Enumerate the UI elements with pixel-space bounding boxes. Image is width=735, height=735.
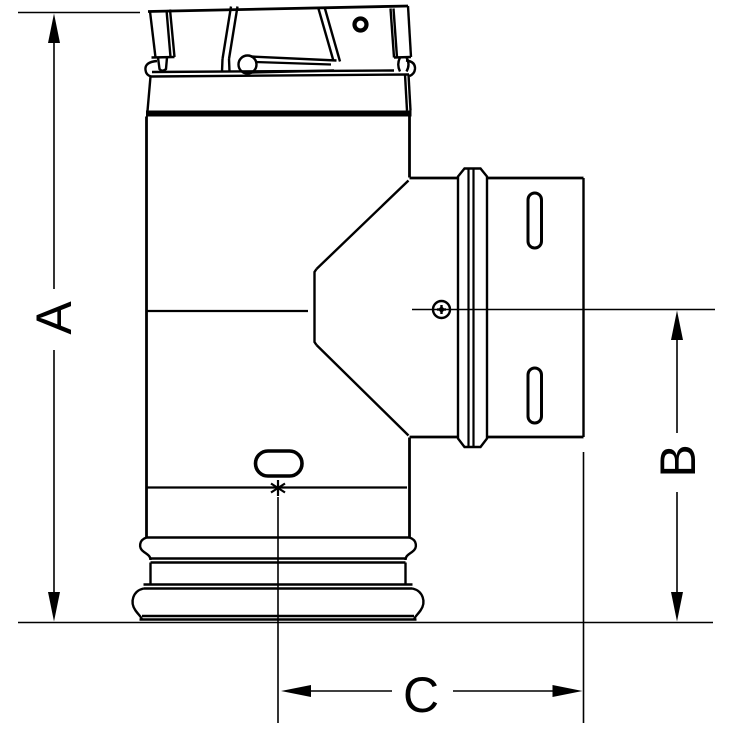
- rivet-hole-icon: [352, 16, 369, 33]
- arrowhead-icon: [281, 685, 311, 697]
- dimension-c-label: C: [403, 667, 439, 723]
- branch-transition-cone: [313, 176, 458, 439]
- asterisk-mark: [270, 480, 286, 496]
- arrowhead-icon: [671, 310, 683, 340]
- cap-slot-round-end: [237, 54, 258, 75]
- top-locking-cap: [144, 4, 417, 78]
- dimension-b: B: [650, 310, 706, 622]
- dimension-c: C: [281, 667, 583, 723]
- body-oval-slot: [253, 449, 304, 478]
- dimension-a-label: A: [26, 301, 82, 335]
- upper-collar-band: [146, 74, 412, 117]
- arrowhead-icon: [552, 685, 583, 697]
- branch-slot-lower: [526, 366, 543, 425]
- branch-slot-upper: [526, 191, 543, 250]
- arrowhead-icon: [48, 13, 60, 43]
- arrowhead-icon: [671, 592, 683, 622]
- centerlines: [18, 11, 715, 723]
- branch-collar-ring: [456, 167, 489, 449]
- branch-outlet-pipe: [431, 176, 585, 439]
- vertical-pipe-body: [145, 116, 411, 538]
- dimension-a: A: [26, 13, 82, 622]
- cap-joint-thick-band: [146, 110, 412, 117]
- dimension-b-label: B: [650, 444, 706, 477]
- arrowhead-icon: [48, 592, 60, 622]
